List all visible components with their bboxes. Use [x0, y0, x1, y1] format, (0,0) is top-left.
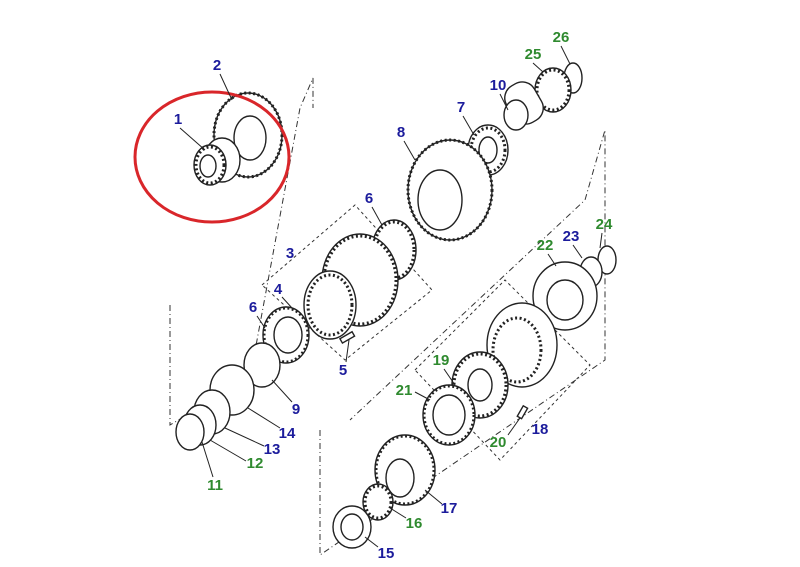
- label-part-23: 23: [563, 228, 580, 245]
- label-part-4: 4: [274, 281, 283, 298]
- part-bush-10: [503, 81, 544, 131]
- label-part-1: 1: [174, 111, 182, 128]
- label-part-11: 11: [207, 477, 223, 494]
- highlight-circle: [133, 90, 291, 224]
- group-outline-upper: [169, 77, 314, 426]
- label-part-21: 21: [396, 382, 413, 399]
- group-outline-main: [319, 129, 606, 556]
- part-bearing-1: [193, 137, 241, 186]
- part-key-20: [516, 404, 529, 420]
- label-part-9: 9: [292, 401, 300, 418]
- label-part-25: 25: [525, 46, 542, 63]
- part-synchro-hub-3: [303, 233, 399, 340]
- label-part-5: 5: [339, 362, 347, 379]
- label-part-17: 17: [441, 500, 458, 517]
- part-plate-9: [243, 342, 281, 388]
- part-labels: 1 2 3 4 5 6 6 7 8 9 10 11 12 13 14 15 16…: [174, 29, 613, 562]
- part-gear-8: [406, 138, 494, 242]
- part-sleeve-18: [486, 302, 558, 388]
- leader-lines: [179, 45, 603, 548]
- part-key-5: [338, 330, 356, 345]
- label-part-15: 15: [378, 545, 395, 562]
- part-cover-22: [532, 261, 598, 331]
- label-part-8: 8: [397, 124, 405, 141]
- label-part-26: 26: [553, 29, 570, 46]
- label-part-6-upper: 6: [365, 190, 373, 207]
- label-part-18: 18: [532, 421, 549, 438]
- label-part-10: 10: [490, 77, 507, 94]
- part-bearing-16: [362, 483, 394, 521]
- label-part-12: 12: [247, 455, 264, 472]
- part-synchro-ring-21: [422, 384, 476, 446]
- label-part-14: 14: [279, 425, 296, 442]
- label-part-7: 7: [457, 99, 465, 116]
- part-circlip-11: [175, 413, 205, 451]
- part-gear-17: [374, 434, 436, 506]
- label-part-2: 2: [213, 57, 221, 74]
- label-part-6-lower: 6: [249, 299, 257, 316]
- part-washer-15: [332, 505, 372, 549]
- label-part-24: 24: [596, 216, 613, 233]
- label-part-3: 3: [286, 245, 294, 262]
- label-part-16: 16: [406, 515, 423, 532]
- label-part-13: 13: [264, 441, 281, 458]
- group-outline-synchro-18: [414, 279, 591, 461]
- label-part-20: 20: [490, 434, 507, 451]
- label-part-22: 22: [537, 237, 554, 254]
- label-part-19: 19: [433, 352, 450, 369]
